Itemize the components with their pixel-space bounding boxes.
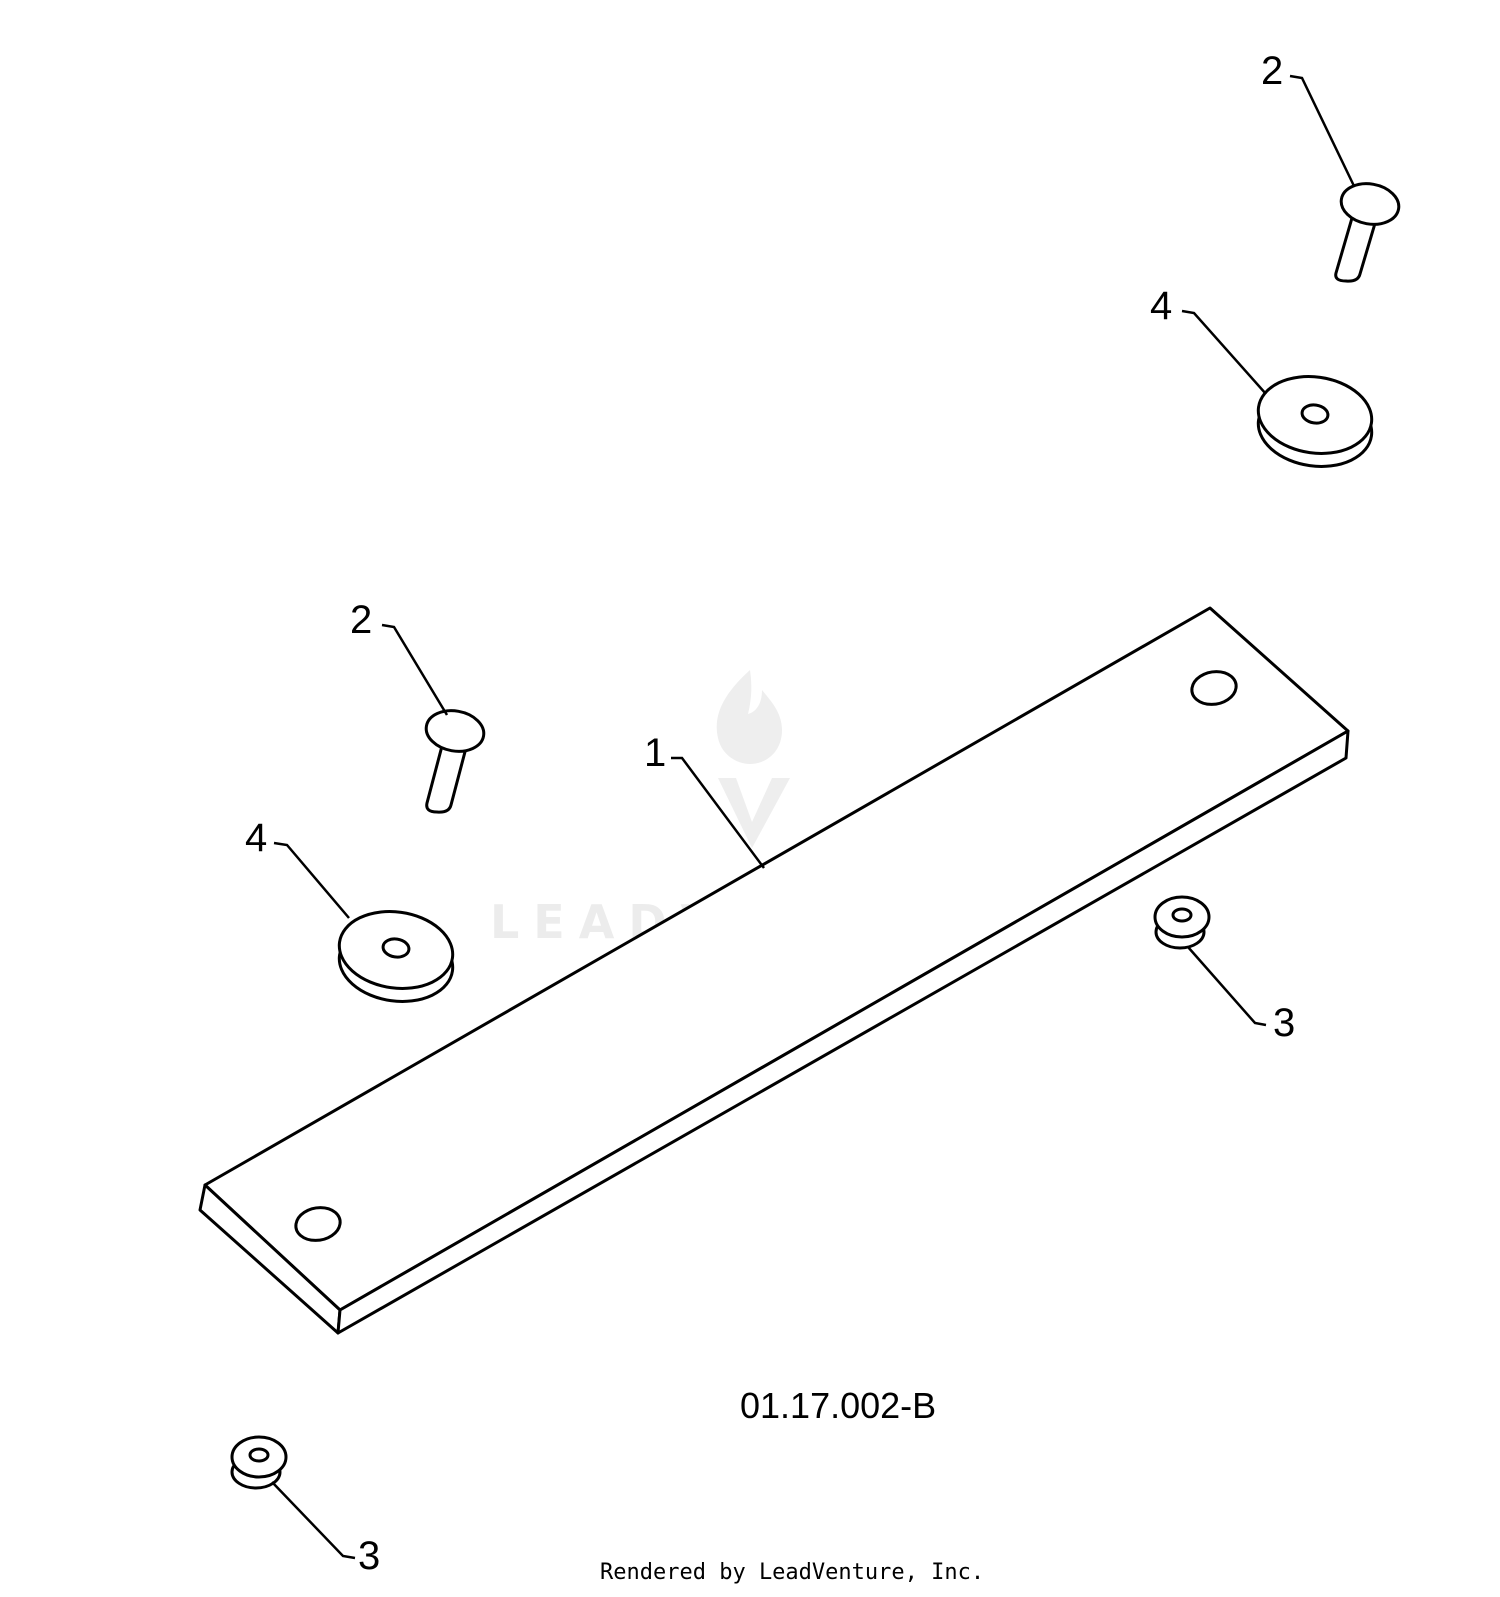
washer-upper-right-hole [1300, 403, 1330, 425]
flat-bar [198, 606, 1350, 1335]
leader-washer-upper-right [1181, 309, 1267, 395]
bolt-upper-right [1334, 182, 1401, 283]
washer-left [337, 910, 455, 1003]
bolt-left-shank [425, 744, 468, 814]
leader-washer-left [273, 841, 350, 919]
leader-nut-right [1187, 946, 1267, 1027]
bolt-upper-right-head [1339, 182, 1401, 226]
leader-bar [671, 756, 766, 869]
nut-bottom-left-hole [248, 1447, 270, 1463]
watermark-v-icon [718, 778, 790, 848]
bolt-left-head [424, 709, 486, 753]
nut-right-hole [1171, 907, 1193, 923]
render-credit: Rendered by LeadVenture, Inc. [600, 1560, 985, 1585]
leader-nut-bottom-left [271, 1481, 356, 1560]
bolt-left [424, 709, 486, 814]
callout-washer-left: 4 [245, 816, 267, 860]
drawing-number: 01.17.002-B [740, 1385, 936, 1426]
callout-labels: 1 2 2 4 4 3 3 [245, 49, 1295, 1578]
bolt-upper-right-shank [1334, 216, 1378, 283]
nut-right [1153, 895, 1211, 950]
callout-nut-right: 3 [1273, 1001, 1295, 1045]
flat-bar-hole-right [1190, 670, 1238, 706]
flat-bar-side-face [336, 729, 1350, 1335]
washer-upper-right [1256, 375, 1374, 468]
flat-bar-hole-left [294, 1206, 342, 1242]
callout-washer-upper-right: 4 [1150, 284, 1172, 328]
callout-bolt-upper-right: 2 [1261, 49, 1283, 93]
callout-bolt-left: 2 [350, 598, 372, 642]
callout-bar: 1 [644, 731, 666, 775]
callout-nut-bottom-left: 3 [358, 1534, 380, 1578]
leader-bolt-upper-right [1289, 74, 1356, 187]
leader-lines [271, 74, 1356, 1560]
leader-bolt-left [381, 623, 449, 716]
watermark-flame-icon [716, 670, 782, 764]
washer-left-hole [381, 937, 411, 959]
nut-bottom-left [230, 1435, 288, 1490]
